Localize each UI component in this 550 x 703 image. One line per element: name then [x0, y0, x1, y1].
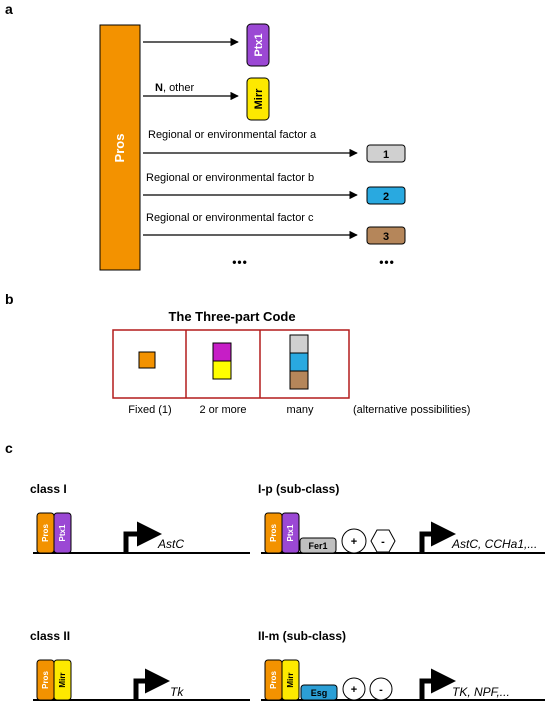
ip-genes: AstC, CCHa1,...: [451, 537, 537, 551]
ip-minus-hexagon: [370, 529, 396, 553]
box-1: [366, 144, 406, 163]
fer1-label: Fer1: [308, 541, 327, 551]
fixed-label: Fixed (1): [128, 404, 171, 416]
class2-promoter-arrow: [133, 668, 170, 700]
ip-plus: +: [351, 536, 357, 548]
yellow-square: [212, 360, 232, 380]
class2-title: class II: [30, 629, 70, 643]
magenta-square: [212, 342, 232, 362]
iim-mirr: [281, 659, 300, 701]
esg-box: [300, 684, 338, 701]
other-label: , other: [163, 82, 195, 94]
factor-c-label: Regional or environmental factor c: [146, 212, 314, 224]
ip-ptx1: [281, 512, 300, 554]
iim-minus: -: [379, 684, 383, 696]
brown-square: [289, 370, 309, 390]
iim-minus-circle: [369, 677, 393, 701]
class1-gene: AstC: [157, 537, 184, 551]
iim-mirr-label: Mirr: [286, 672, 295, 687]
class2-pros-label: Pros: [41, 671, 50, 689]
iim-plus: +: [351, 684, 357, 696]
class1-pros-label: Pros: [41, 524, 50, 542]
box-1-label: 1: [383, 149, 389, 161]
dots-left: •••: [232, 255, 248, 269]
code-frame: [112, 329, 350, 399]
class2-gene: Tk: [170, 685, 184, 699]
alternative-label: (alternative possibilities): [353, 404, 470, 416]
class1-promoter-arrow: [123, 521, 162, 553]
two-or-more-label: 2 or more: [199, 404, 246, 416]
ip-pros-label: Pros: [269, 524, 278, 542]
box-3-label: 3: [383, 231, 389, 243]
iim-promoter-arrow: [419, 668, 456, 700]
panel-c-letter: c: [5, 440, 13, 456]
class2-mirr-label: Mirr: [58, 672, 67, 687]
dots-right: •••: [379, 255, 395, 269]
pros-bar: [99, 24, 141, 271]
code-title: The Three-part Code: [168, 309, 295, 324]
factor-a-label: Regional or environmental factor a: [148, 129, 317, 141]
class1-title: class I: [30, 482, 67, 496]
iim-genes: TK, NPF,...: [452, 685, 510, 699]
class1-ptx1-label: Ptx1: [58, 524, 67, 541]
class1-ptx1: [53, 512, 72, 554]
blue-square: [289, 352, 309, 372]
grey-square: [289, 334, 309, 354]
panel-b-letter: b: [5, 291, 14, 307]
ip-promoter-arrow: [419, 521, 456, 553]
pros-bar-label: Pros: [112, 134, 127, 163]
factor-b-label: Regional or environmental factor b: [146, 172, 314, 184]
many-label: many: [287, 404, 314, 416]
panel-a-letter: a: [5, 1, 13, 17]
iim-pros-label: Pros: [269, 671, 278, 689]
ptx1-box: [246, 23, 270, 67]
ptx1-box-label: Ptx1: [253, 33, 265, 56]
ip-title: I-p (sub-class): [258, 482, 339, 496]
mirr-box-label: Mirr: [253, 88, 265, 110]
n-label: N: [155, 82, 163, 94]
fixed-square: [138, 351, 156, 369]
class2-mirr: [53, 659, 72, 701]
box-2: [366, 186, 406, 205]
mirr-box: [246, 77, 270, 121]
box-2-label: 2: [383, 191, 389, 203]
ip-plus-circle: [341, 528, 367, 554]
iim-title: II-m (sub-class): [258, 629, 346, 643]
fer1-box: [299, 537, 337, 554]
n-other-label: N, other: [155, 82, 194, 94]
ip-minus: -: [381, 536, 385, 548]
esg-label: Esg: [311, 688, 328, 698]
ip-ptx1-label: Ptx1: [286, 524, 295, 541]
box-3: [366, 226, 406, 245]
iim-plus-circle: [342, 677, 366, 701]
